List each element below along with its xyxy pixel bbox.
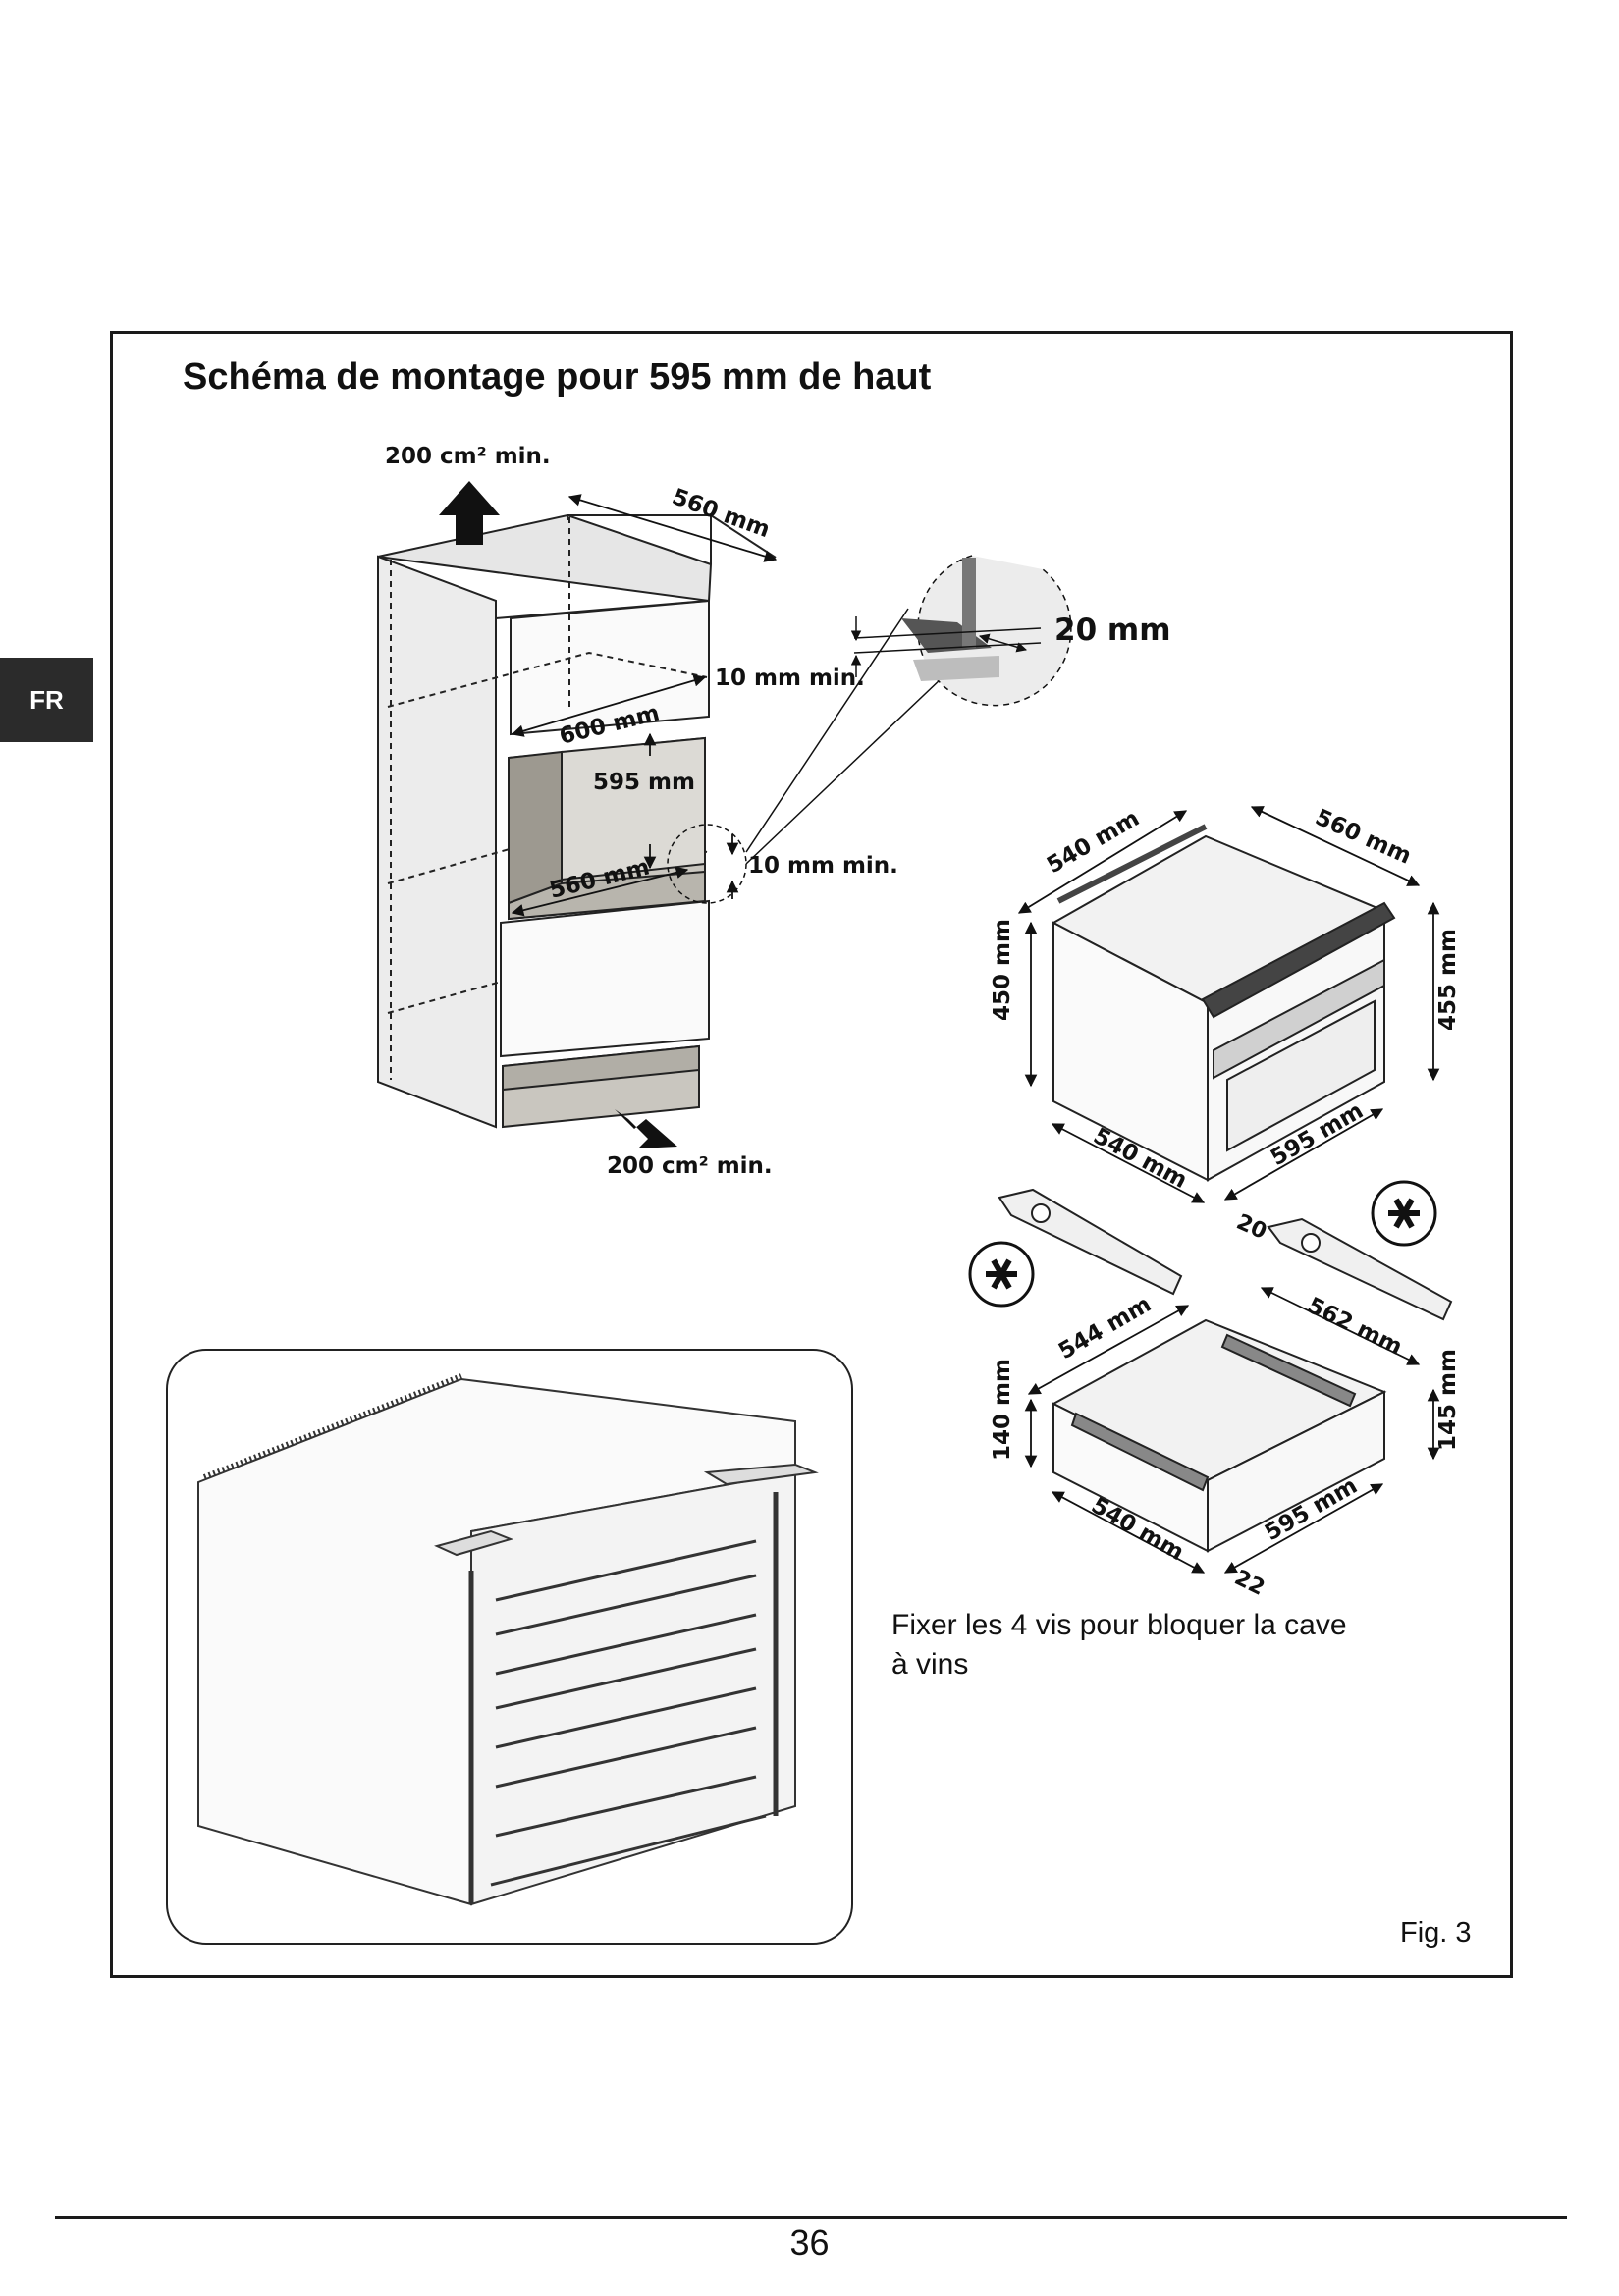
vent-bottom-label: 200 cm² min.	[607, 1153, 773, 1179]
detail-gap-label: 20 mm	[1054, 613, 1171, 648]
cabinet-depth-label: 560 mm	[669, 484, 774, 543]
drawer-depth-top-label: 544 mm	[1054, 1292, 1156, 1364]
screw-symbol	[968, 1180, 1437, 1308]
unit-height-left-label: 450 mm	[990, 919, 1015, 1021]
language-tab: FR	[0, 658, 93, 742]
page-number: 36	[789, 2222, 830, 2263]
unit-height-right-label: 455 mm	[1435, 929, 1461, 1031]
gap-top-label: 10 mm min.	[715, 666, 865, 691]
airflow-up-arrow	[439, 481, 500, 545]
instruction-note: Fixer les 4 vis pour bloquer la cave à v…	[891, 1609, 1347, 1681]
detail-zoom	[850, 555, 1072, 707]
drawer-height-left-label: 140 mm	[990, 1359, 1015, 1461]
airflow-in-arrow	[615, 1109, 677, 1148]
drawer-depth-side-label: 562 mm	[1303, 1293, 1406, 1361]
unit-offset-label: 20	[1233, 1210, 1270, 1245]
gap-bottom-label: 10 mm min.	[748, 853, 898, 879]
wine-cellar-illustration	[197, 1373, 819, 1906]
cabinet-height-label: 595 mm	[593, 770, 695, 795]
figure-label: Fig. 3	[1400, 1917, 1472, 1949]
drawer-height-right-label: 145 mm	[1435, 1349, 1461, 1451]
figure-frame	[110, 331, 1513, 1978]
footer-rule	[55, 2216, 1567, 2219]
cabinet-drawing	[377, 513, 777, 1129]
page-title: Schéma de montage pour 595 mm de haut	[183, 356, 932, 398]
vent-top-label: 200 cm² min.	[385, 444, 551, 469]
drawer-offset-label: 22	[1230, 1566, 1268, 1601]
